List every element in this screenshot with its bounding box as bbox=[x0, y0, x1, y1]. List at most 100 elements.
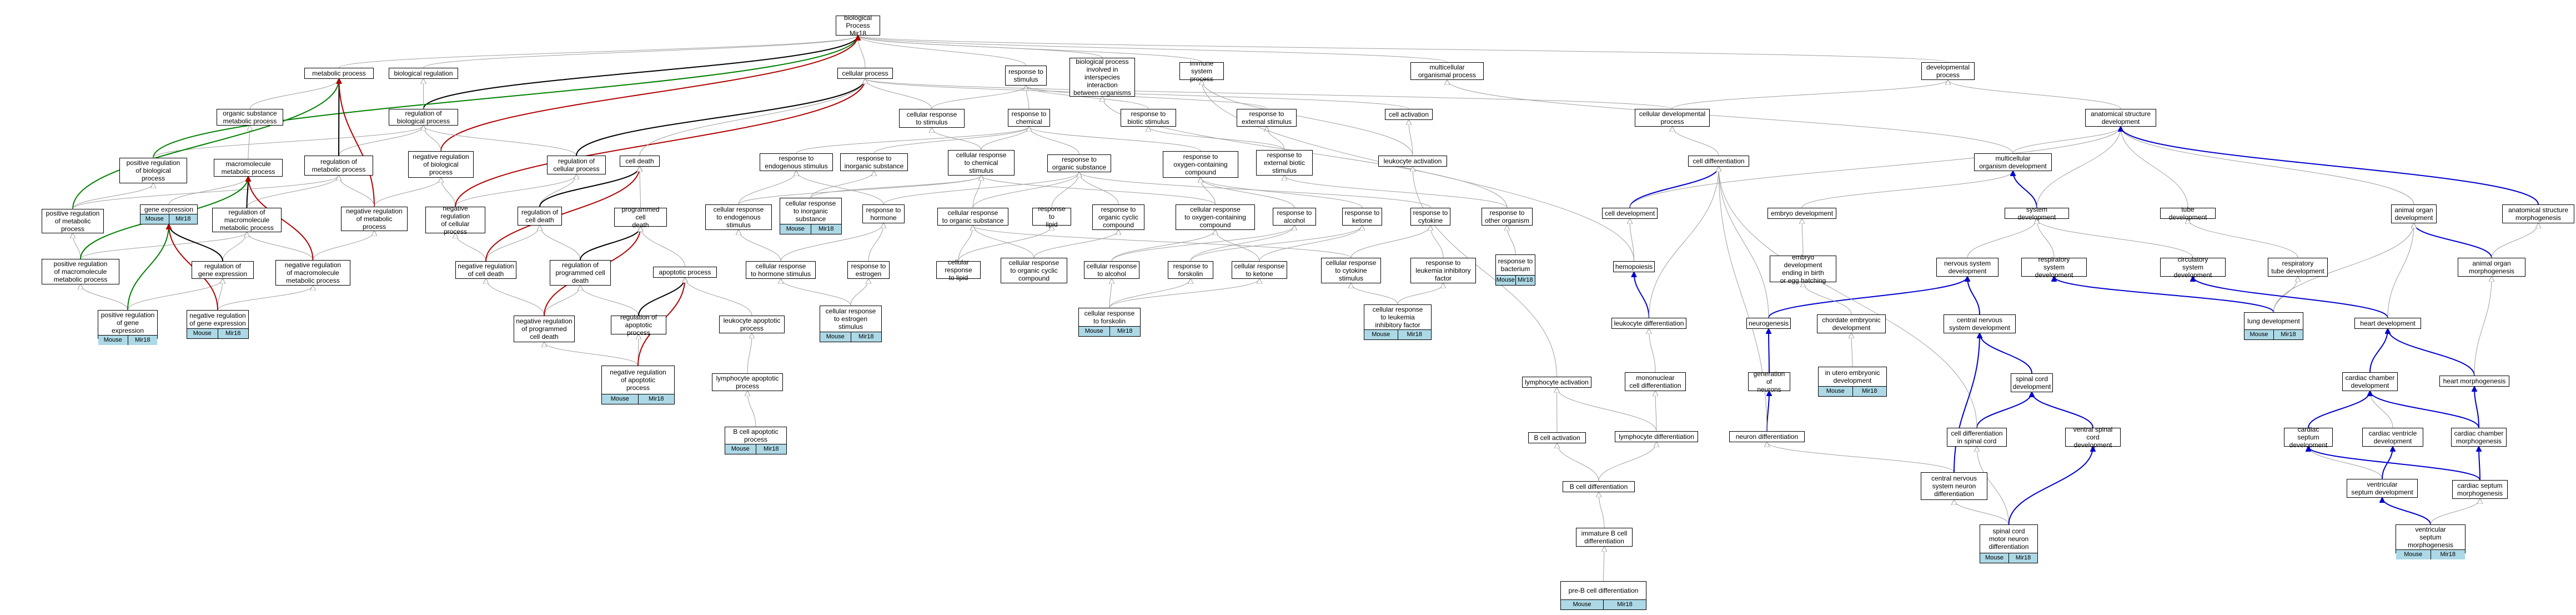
term-node-leuk-act[interactable]: leukocyte activation bbox=[1378, 156, 1447, 167]
term-node-neurogenesis[interactable]: neurogenesis bbox=[1746, 318, 1791, 329]
term-node-resp-sys-dev[interactable]: respiratory system development bbox=[2021, 256, 2087, 279]
term-node-resp-ext-biotic[interactable]: response to external biotic stimulus bbox=[1256, 150, 1313, 176]
term-node-neg-reg-cell[interactable]: negative regulation of cellular process bbox=[425, 204, 485, 236]
term-node-cell-resp-lipid[interactable]: cellular response to lipid bbox=[936, 258, 981, 282]
term-node-resp-org-subst[interactable]: response to organic substance bbox=[1047, 154, 1111, 172]
term-node-resp-alcohol[interactable]: response to alcohol bbox=[1273, 208, 1316, 226]
species-tag[interactable]: Mouse bbox=[1496, 276, 1515, 285]
term-node-org-subst-metab[interactable]: organic substance metabolic process bbox=[217, 109, 283, 126]
term-node-interorg[interactable]: biological process involved in interspec… bbox=[1069, 58, 1135, 97]
gene-tag[interactable]: Mir18 bbox=[755, 444, 786, 454]
term-node-lymph-apop[interactable]: lymphocyte apoptotic process bbox=[712, 373, 783, 391]
gene-tag[interactable]: Mir18 bbox=[1109, 327, 1140, 336]
gene-tag[interactable]: Mir18 bbox=[810, 224, 841, 234]
gene-tag[interactable]: Mir18 bbox=[127, 336, 157, 345]
term-node-spinal-motor[interactable]: spinal cord motor neuron differentiation… bbox=[1980, 524, 2038, 563]
term-node-ventricular-septum-dev[interactable]: ventricular septum development bbox=[2347, 479, 2418, 498]
gene-tag[interactable]: Mir18 bbox=[1397, 330, 1431, 339]
term-node-bp[interactable]: biological Process Mir18 bbox=[836, 14, 880, 37]
term-node-resp-lipid[interactable]: response to lipid bbox=[1032, 205, 1071, 228]
term-node-resp-org-cyclic[interactable]: response to organic cyclic compound bbox=[1092, 204, 1144, 230]
term-node-cardiac-septum-morph[interactable]: cardiac septum morphogenesis bbox=[2452, 480, 2508, 499]
term-node-resp-hormone[interactable]: response to hormone bbox=[862, 204, 905, 223]
species-tag[interactable]: Mouse bbox=[820, 332, 851, 342]
term-node-cardiac-ventricle-dev[interactable]: cardiac ventricle development bbox=[2362, 428, 2423, 447]
term-node-reg-gene[interactable]: regulation of gene expression bbox=[192, 261, 254, 279]
term-node-resp-forskolin[interactable]: response to forskolin bbox=[1168, 261, 1213, 279]
term-node-neg-reg-cd[interactable]: negative regulation of cell death bbox=[455, 261, 516, 279]
term-node-cell-resp-ketone[interactable]: cellular response to ketone bbox=[1232, 261, 1287, 279]
term-node-resp-inorg[interactable]: response to inorganic substance bbox=[840, 153, 908, 171]
gene-tag[interactable]: Mir18 bbox=[1603, 600, 1646, 609]
term-node-nerv-dev[interactable]: nervous system development bbox=[1936, 258, 1998, 277]
term-node-circ-dev[interactable]: circulatory system development bbox=[2160, 256, 2226, 279]
term-node-sys-dev[interactable]: system development bbox=[2005, 206, 2069, 221]
term-node-reg-cell-proc[interactable]: regulation of cellular process bbox=[547, 156, 606, 174]
term-node-cell-diff[interactable]: cell differentiation bbox=[1688, 156, 1749, 167]
gene-tag[interactable]: Mir18 bbox=[637, 394, 674, 404]
term-node-devproc[interactable]: developmental process bbox=[1921, 62, 1975, 80]
term-node-lymph-act[interactable]: lymphocyte activation bbox=[1522, 377, 1591, 388]
term-node-neg-reg-pcd[interactable]: negative regulation of programmed cell d… bbox=[514, 316, 575, 342]
species-tag[interactable]: Mouse bbox=[1819, 387, 1852, 396]
term-node-resp-other-org[interactable]: response to other organism bbox=[1482, 208, 1533, 226]
term-node-cellular[interactable]: cellular process bbox=[837, 68, 893, 79]
term-node-resp-cytokine[interactable]: response to cytokine bbox=[1410, 208, 1450, 226]
term-node-neg-reg-bio[interactable]: negative regulation of biological proces… bbox=[408, 151, 474, 178]
gene-tag[interactable]: Mir18 bbox=[1852, 387, 1886, 396]
term-node-resp-chem[interactable]: response to chemical bbox=[1008, 109, 1050, 127]
species-tag[interactable]: Mouse bbox=[2396, 550, 2431, 559]
term-node-resp-ext[interactable]: response to external stimulus bbox=[1237, 109, 1297, 127]
term-node-immature-bcell[interactable]: immature B cell differentiation bbox=[1576, 528, 1633, 547]
term-node-spinal-dev[interactable]: spinal cord development bbox=[2011, 373, 2053, 392]
species-tag[interactable]: Mouse bbox=[140, 214, 169, 224]
term-node-cell-resp-org-cyclic[interactable]: cellular response to organic cyclic comp… bbox=[1001, 258, 1067, 283]
gene-tag[interactable]: Mir18 bbox=[850, 332, 881, 342]
term-node-resp-ketone[interactable]: response to ketone bbox=[1342, 208, 1382, 226]
term-node-leuk-apop[interactable]: leukocyte apoptotic process bbox=[719, 316, 785, 333]
species-tag[interactable]: Mouse bbox=[98, 336, 128, 345]
term-node-chordate-embryo[interactable]: chordate embryonic development bbox=[1817, 314, 1886, 333]
term-node-pos-metab[interactable]: positive regulation of biological proces… bbox=[119, 158, 187, 183]
term-node-neg-reg-apop[interactable]: negative regulation of apoptotic process… bbox=[601, 366, 675, 404]
term-node-reg-pcd[interactable]: regulation of programmed cell death bbox=[550, 260, 611, 286]
term-node-reg-apop[interactable]: regulation of apoptotic process bbox=[611, 313, 666, 337]
term-node-pos-reg-metab[interactable]: positive regulation of metabolic process bbox=[42, 209, 104, 233]
term-node-cell-resp-org[interactable]: cellular response to organic substance bbox=[937, 208, 1008, 226]
term-node-immune[interactable]: immune system process bbox=[1179, 59, 1224, 83]
gene-tag[interactable]: Mir18 bbox=[2430, 550, 2465, 559]
term-node-resp-tube-dev[interactable]: respiratory tube development bbox=[2268, 258, 2328, 277]
term-node-cell-resp-alcohol[interactable]: cellular response to alcohol bbox=[1084, 261, 1139, 279]
term-node-cns-neuron-diff[interactable]: central nervous system neuron differenti… bbox=[1921, 472, 1987, 500]
term-node-cell-resp-oxy[interactable]: cellular response to oxygen-containing c… bbox=[1176, 204, 1255, 230]
gene-tag[interactable]: Mir18 bbox=[217, 329, 248, 338]
term-node-cell-resp-cytokine[interactable]: cellular response to cytokine stimulus bbox=[1321, 258, 1381, 283]
term-node-cardiac-chamber-morph[interactable]: cardiac chamber morphogenesis bbox=[2451, 428, 2507, 447]
gene-tag[interactable]: Mir18 bbox=[1515, 276, 1535, 285]
term-node-reg-metab[interactable]: regulation of metabolic process bbox=[304, 156, 373, 176]
term-node-anat-morph[interactable]: anatomical structure morphogenesis bbox=[2502, 204, 2574, 223]
term-node-resp-cell-stim[interactable]: cellular response to stimulus bbox=[899, 109, 965, 128]
term-node-cell-act[interactable]: cell activation bbox=[1385, 109, 1433, 120]
term-node-ventral-spinal[interactable]: ventral spinal cord development bbox=[2065, 426, 2121, 449]
term-node-reg-cell-death[interactable]: regulation of cell death bbox=[518, 207, 562, 226]
term-node-anat-dev[interactable]: anatomical structure development bbox=[2085, 109, 2156, 127]
term-node-hemopoiesis[interactable]: hemopoiesis bbox=[1613, 261, 1655, 272]
term-node-lymph-diff[interactable]: lymphocyte differentiation bbox=[1615, 431, 1698, 442]
term-node-metabolic[interactable]: metabolic process bbox=[304, 68, 374, 79]
species-tag[interactable]: Mouse bbox=[1980, 553, 2008, 563]
term-node-cell-resp-hormone[interactable]: cellular response to hormone stimulus bbox=[746, 261, 816, 279]
term-node-leuk-diff[interactable]: leukocyte differentiation bbox=[1611, 318, 1686, 329]
term-node-multiorg[interactable]: multicellular organismal process bbox=[1410, 62, 1484, 80]
term-node-animal-organ-dev[interactable]: animal organ development bbox=[2391, 204, 2437, 223]
term-node-neuron-diff[interactable]: neuron differentiation bbox=[1729, 431, 1805, 442]
term-node-embryo-birth[interactable]: embryo development ending in birth or eg… bbox=[1770, 253, 1836, 284]
